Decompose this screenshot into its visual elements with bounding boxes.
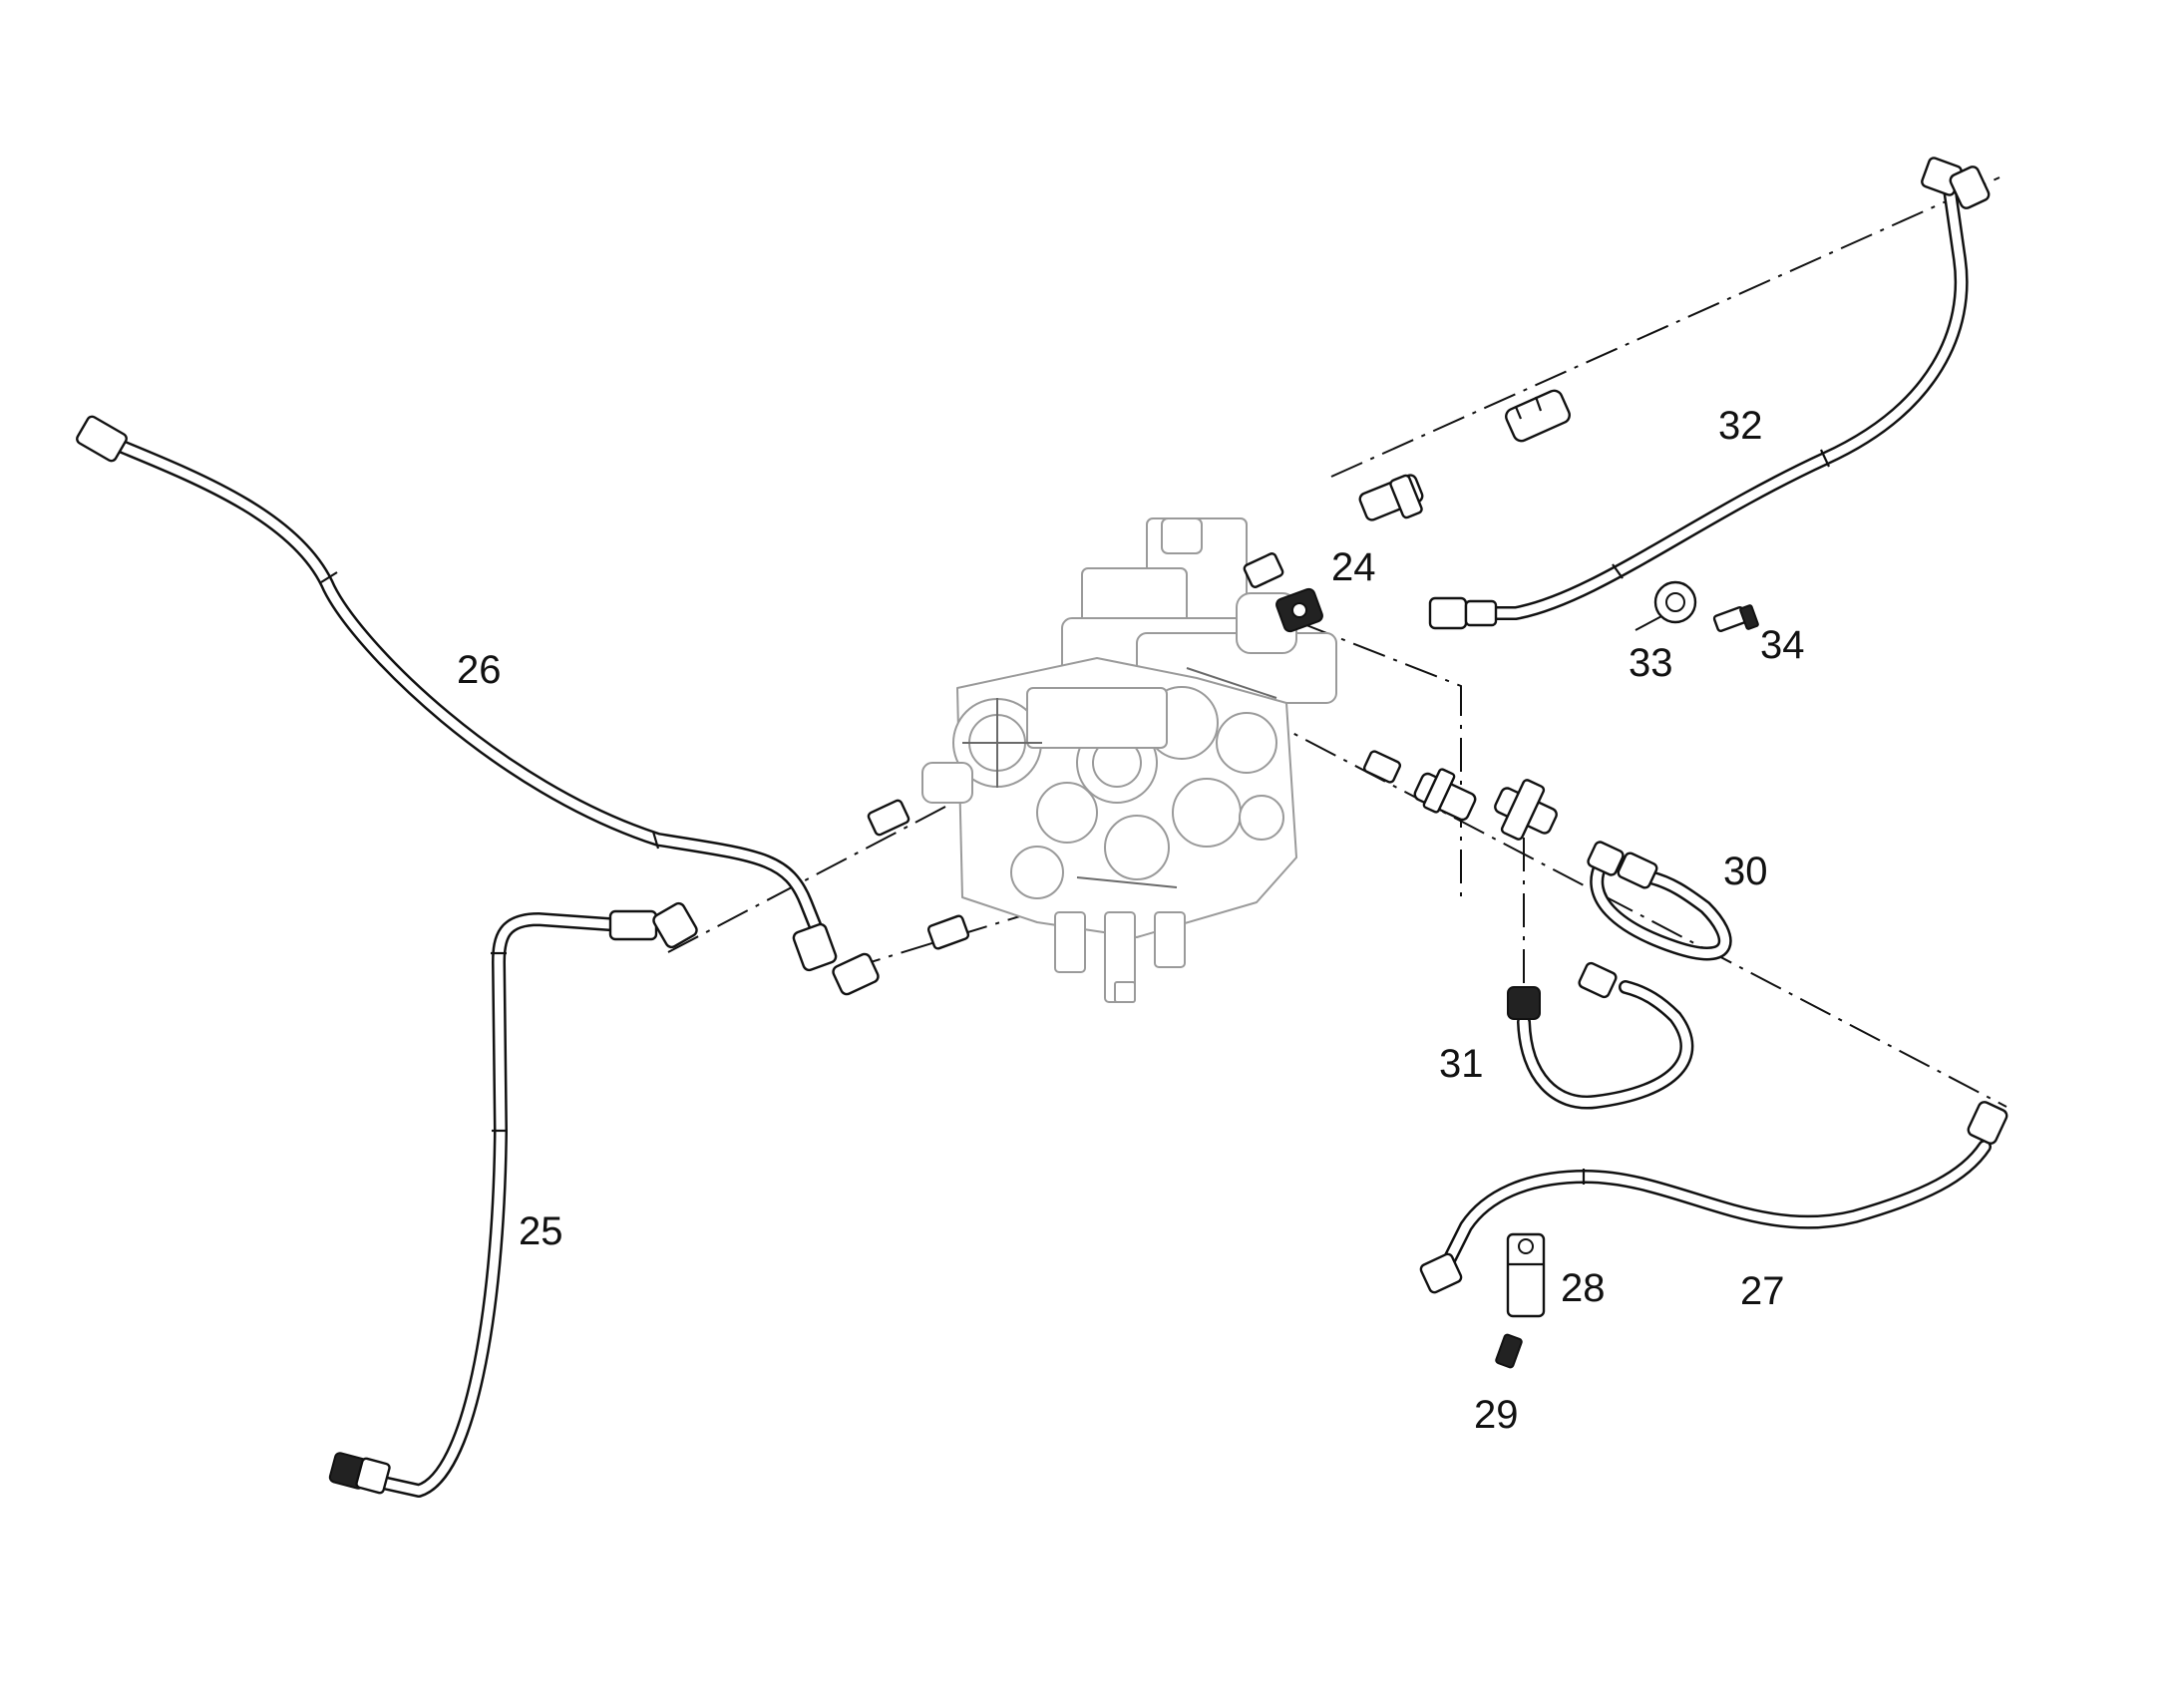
hose-25 <box>328 901 698 1498</box>
callout-32: 32 <box>1718 404 1763 448</box>
fittings <box>867 389 1571 950</box>
callout-28: 28 <box>1561 1266 1606 1310</box>
fitting-left-1 <box>867 799 910 837</box>
callout-29: 29 <box>1474 1393 1519 1437</box>
callout-26: 26 <box>457 648 502 692</box>
part-33 <box>1653 580 1697 624</box>
hose-30 <box>1587 841 1732 961</box>
callout-30: 30 <box>1723 850 1768 893</box>
callout-27: 27 <box>1740 1269 1785 1313</box>
callout-33: 33 <box>1629 641 1673 685</box>
fitting-left-2 <box>926 914 970 950</box>
hose-31 <box>1507 961 1694 1110</box>
callout-24: 24 <box>1331 545 1376 589</box>
callout-25: 25 <box>519 1209 563 1253</box>
part-34 <box>1712 604 1759 633</box>
fitting-top-1 <box>1243 552 1284 588</box>
callout-31: 31 <box>1439 1042 1484 1086</box>
fitting-sensor-top <box>1505 389 1571 443</box>
part-24 <box>1275 587 1323 633</box>
hose-26 <box>76 415 880 996</box>
control-valve-block <box>921 517 1337 1003</box>
fitting-top-2 <box>1358 474 1424 521</box>
part-29 <box>1495 1333 1523 1369</box>
hose-32 <box>1428 157 1991 630</box>
part-28 <box>1506 1232 1546 1318</box>
fitting-mid-tee <box>1413 768 1477 822</box>
callouts: 24 25 26 27 28 29 30 31 32 33 34 <box>457 404 1805 1437</box>
callout-34: 34 <box>1760 623 1805 667</box>
fitting-mid-1 <box>1362 750 1402 784</box>
fitting-cross <box>1494 779 1558 841</box>
hose-27 <box>1419 1101 2008 1294</box>
